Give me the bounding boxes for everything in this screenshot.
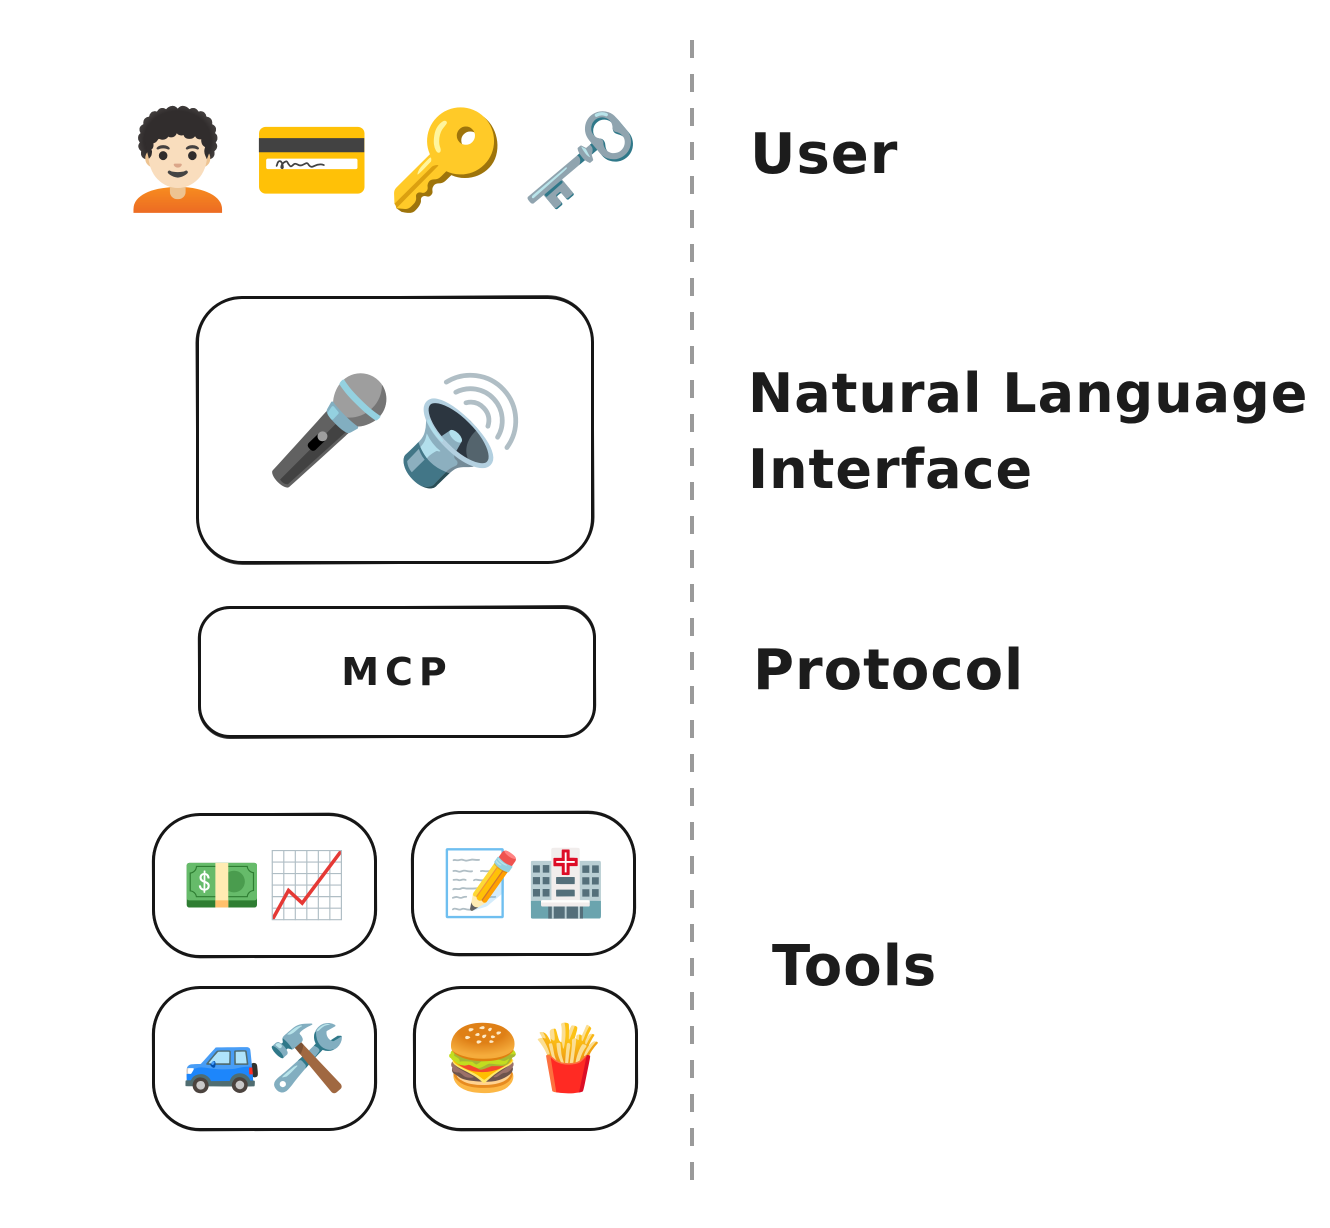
car-emoji: 🚙 [182,1022,262,1096]
auto-repair-tool-box: 🚙 🛠️ [152,986,377,1131]
protocol-label: Protocol [753,638,1025,703]
health-tool-icons: 📝 🏥 [414,814,633,953]
finance-tool-box: 💵 📈 [152,813,377,958]
hammer-and-wrench-emoji: 🛠️ [267,1022,347,1096]
hamburger-emoji: 🍔 [443,1022,523,1096]
microphone-emoji: 🎤 [264,368,395,491]
key-emoji: 🔑 [386,104,506,216]
credit-card-emoji: 💳 [252,104,372,216]
food-tool-box: 🍔 🍟 [413,986,638,1131]
hospital-emoji: 🏥 [526,847,606,921]
natural-language-interface-box: 🎤 🔊 [196,296,594,564]
nli-icons: 🎤 🔊 [199,299,591,561]
food-tool-icons: 🍔 🍟 [416,989,635,1128]
vertical-dashed-divider [690,40,694,1188]
auto-repair-tool-icons: 🚙 🛠️ [155,989,374,1128]
user-row: 🧑🏻‍🦱 💳 🔑 🗝️ [118,84,640,236]
memo-pencil-emoji: 📝 [441,847,521,921]
tools-label: Tools [772,934,938,999]
chart-increasing-emoji: 📈 [267,849,347,923]
health-tool-box: 📝 🏥 [411,811,636,956]
speaker-sound-waves-emoji: 🔊 [396,368,526,491]
french-fries-emoji: 🍟 [528,1022,608,1096]
natural-language-interface-label: Natural Language Interface [748,356,1308,508]
mcp-protocol-box: MCP [198,606,596,738]
nli-label-line2: Interface [748,438,1034,501]
nli-label-line1: Natural Language [748,362,1309,425]
finance-tool-icons: 💵 📈 [155,816,374,955]
person-curly-hair-emoji: 🧑🏻‍🦱 [118,104,238,216]
old-key-emoji: 🗝️ [520,104,640,216]
dollar-banknote-emoji: 💵 [182,849,262,923]
mcp-box-label: MCP [341,650,453,694]
user-label: User [750,122,899,187]
